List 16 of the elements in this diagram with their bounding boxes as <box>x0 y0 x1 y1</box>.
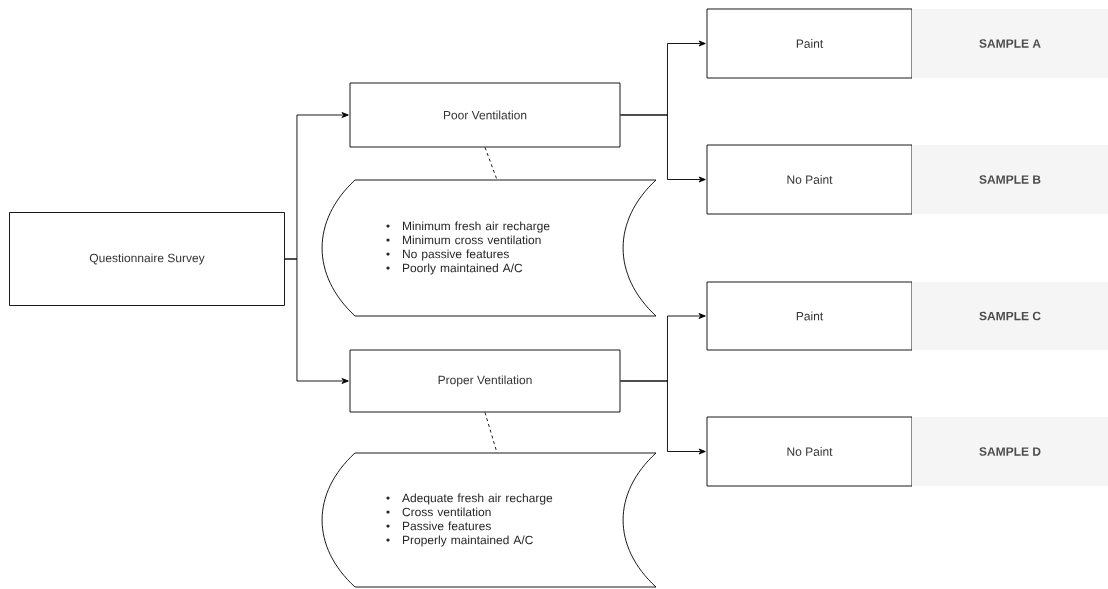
sample-label-box: SAMPLE D <box>912 417 1108 486</box>
process-box: No Paint <box>706 144 913 215</box>
arrow <box>284 258 349 384</box>
sample-label-box: SAMPLE A <box>912 9 1108 78</box>
process-box: No Paint <box>706 416 913 487</box>
process-box: Questionnaire Survey <box>9 212 285 306</box>
connector-line <box>484 147 498 181</box>
arrow <box>620 380 706 455</box>
process-box: Paint <box>706 8 913 79</box>
process-box: Poor Ventilation <box>349 82 621 148</box>
process-box: Paint <box>706 281 913 351</box>
process-box: Proper Ventilation <box>349 349 621 413</box>
sample-label-box: SAMPLE C <box>912 282 1108 350</box>
sample-label-box: SAMPLE B <box>912 145 1108 214</box>
connector-line <box>484 412 498 454</box>
arrow <box>620 114 706 183</box>
